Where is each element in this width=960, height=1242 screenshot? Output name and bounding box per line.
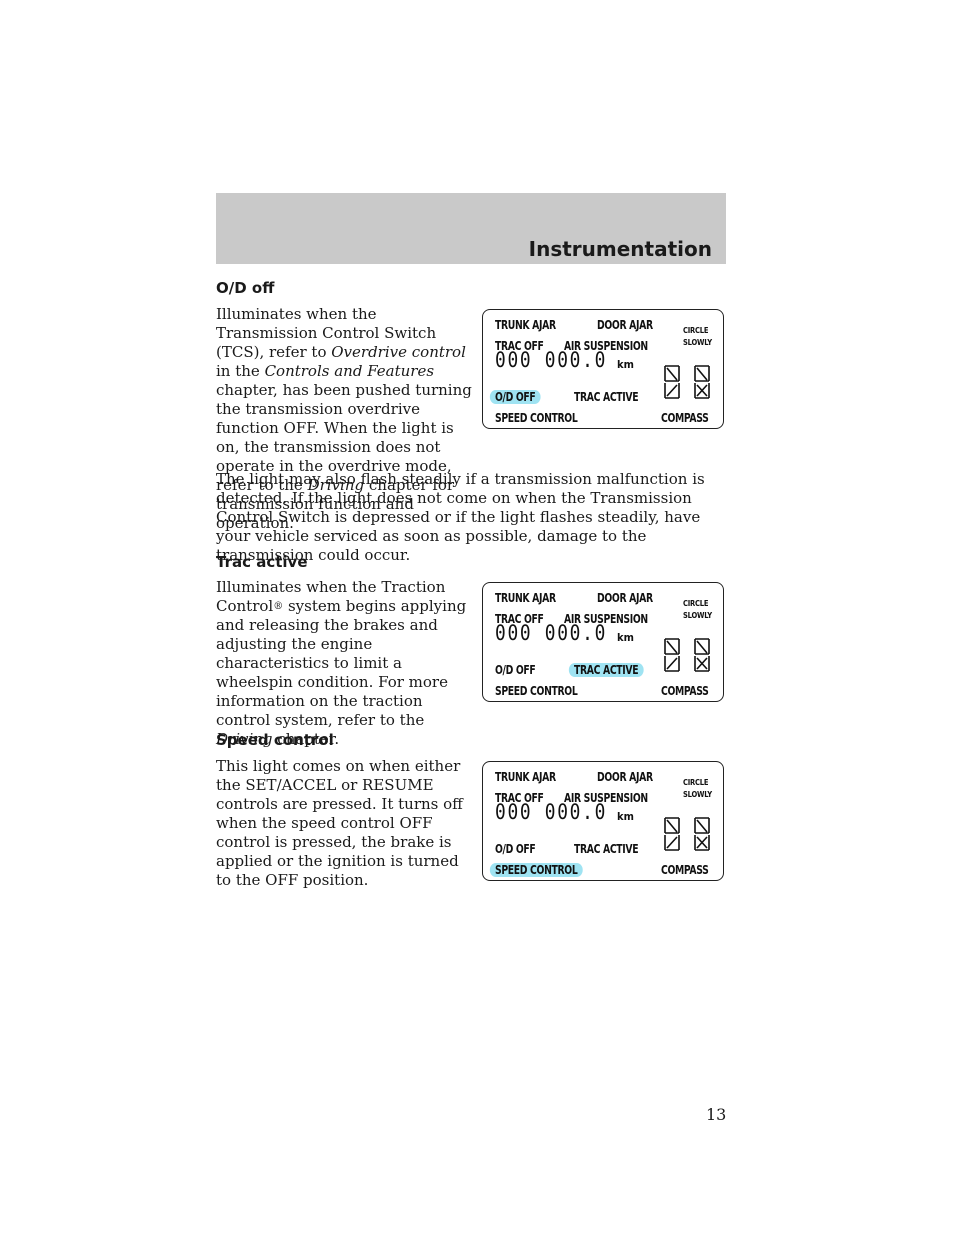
text-run: system begins applying and releasing the… — [216, 597, 467, 729]
italic-reference: Driving — [216, 730, 273, 748]
compass-segment-icon — [664, 365, 680, 399]
slowly-label: SLOWLY — [683, 790, 712, 799]
speed-control-indicator: SPEED CONTROL — [489, 863, 583, 877]
header-band: Instrumentation — [216, 193, 726, 264]
od-off-highlight: O/D OFF — [489, 390, 541, 404]
odometer-readout: 000 000.0 — [495, 800, 608, 824]
compass-segment-icon — [694, 817, 710, 851]
door-ajar-label: DOOR AJAR — [597, 591, 653, 605]
slowly-label: SLOWLY — [683, 338, 712, 347]
compass-label: COMPASS — [661, 411, 709, 425]
compass-label: COMPASS — [661, 684, 709, 698]
trunk-ajar-label: TRUNK AJAR — [495, 770, 556, 784]
page-header-title: Instrumentation — [528, 237, 712, 261]
trac-active-paragraph: Illuminates when the Traction Control® s… — [216, 578, 478, 749]
speed-control-paragraph: This light comes on when either the SET/… — [216, 757, 463, 889]
message-center-display-3: TRUNK AJAR DOOR AJAR TRAC OFF AIR SUSPEN… — [482, 761, 724, 881]
trac-active-label: TRAC ACTIVE — [574, 842, 639, 856]
trac-off-label: TRAC OFF — [495, 791, 544, 805]
speed-control-highlight: SPEED CONTROL — [489, 863, 583, 877]
trunk-ajar-label: TRUNK AJAR — [495, 318, 556, 332]
italic-reference: Driving — [307, 476, 365, 494]
odometer-readout: 000 000.0 — [495, 621, 608, 645]
trac-active-indicator: TRAC ACTIVE — [568, 663, 644, 677]
od-off-paragraph-2: The light may also flash steadily if a t… — [216, 470, 705, 564]
section-title-od-off: O/D off — [216, 279, 275, 297]
trunk-ajar-label: TRUNK AJAR — [495, 591, 556, 605]
message-center-display-2: TRUNK AJAR DOOR AJAR TRAC OFF AIR SUSPEN… — [482, 582, 724, 702]
text-run: chapter for transmission function and op… — [216, 476, 455, 532]
text-run: in the — [216, 362, 265, 380]
compass-label: COMPASS — [661, 863, 709, 877]
circle-label: CIRCLE — [683, 778, 709, 787]
trac-active-label: TRAC ACTIVE — [574, 390, 639, 404]
door-ajar-label: DOOR AJAR — [597, 770, 653, 784]
km-unit: km — [617, 358, 634, 371]
trac-off-label: TRAC OFF — [495, 339, 544, 353]
circle-label: CIRCLE — [683, 326, 709, 335]
italic-reference: Controls and Features — [264, 362, 435, 380]
compass-segment-icon — [664, 638, 680, 672]
air-suspension-label: AIR SUSPENSION — [564, 339, 648, 353]
circle-label: CIRCLE — [683, 599, 709, 608]
od-off-label: O/D OFF — [495, 842, 536, 856]
compass-segment-icon — [694, 365, 710, 399]
door-ajar-label: DOOR AJAR — [597, 318, 653, 332]
air-suspension-label: AIR SUSPENSION — [564, 612, 648, 626]
text-run: chapter, has been pushed turning the tra… — [216, 381, 472, 494]
text-run: Illuminates when the Transmission Contro… — [216, 305, 437, 361]
odometer-readout: 000 000.0 — [495, 348, 608, 372]
air-suspension-label: AIR SUSPENSION — [564, 791, 648, 805]
od-off-label: O/D OFF — [495, 663, 536, 677]
text-run: chapter. — [272, 730, 340, 748]
section-title-speed-control: Speed control — [216, 731, 334, 749]
italic-reference: Overdrive control — [331, 343, 466, 361]
compass-segment-icon — [664, 817, 680, 851]
text-run: Illuminates when the Traction Control — [216, 578, 446, 615]
slowly-label: SLOWLY — [683, 611, 712, 620]
trac-off-label: TRAC OFF — [495, 612, 544, 626]
section-title-trac-active: Trac active — [216, 553, 308, 571]
km-unit: km — [617, 810, 634, 823]
km-unit: km — [617, 631, 634, 644]
compass-segment-icon — [694, 638, 710, 672]
message-center-display-1: TRUNK AJAR DOOR AJAR TRAC OFF AIR SUSPEN… — [482, 309, 724, 429]
page-number: 13 — [706, 1105, 727, 1124]
speed-control-label: SPEED CONTROL — [495, 411, 578, 425]
registered-mark: ® — [273, 601, 284, 612]
od-off-indicator: O/D OFF — [489, 390, 541, 404]
speed-control-label: SPEED CONTROL — [495, 684, 578, 698]
trac-active-highlight: TRAC ACTIVE — [568, 663, 644, 677]
od-off-paragraph: Illuminates when the Transmission Contro… — [216, 305, 478, 533]
